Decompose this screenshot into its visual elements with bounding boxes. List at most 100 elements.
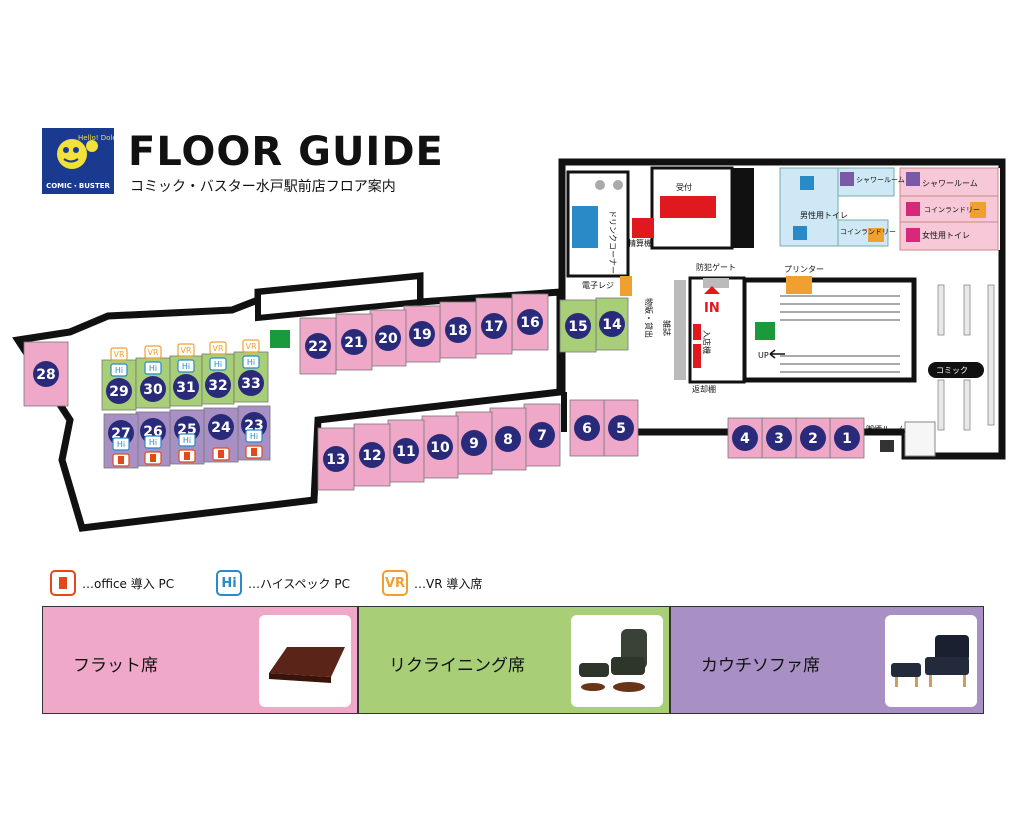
seat-6-marker [574,415,600,441]
seat-type-flat-label: フラット席 [73,656,158,676]
legend-office: …office 導入 PC [50,568,174,598]
seat-29-marker [106,378,132,404]
e-register-label: 電子レジ [582,281,614,290]
seat-22-number: 22 [308,339,327,355]
mens-toilet-icon-2 [793,226,807,240]
comic-area-tag [928,362,984,378]
seat-26-hi-text: Hi [149,438,157,447]
reception-counter [660,196,716,218]
seat-31-vr-text: VR [180,346,191,355]
seat-4-marker [732,425,758,451]
seat-16-marker [517,309,543,335]
seat-3-number: 3 [774,431,784,447]
seat-22-marker [305,333,331,359]
seat-20-marker [375,325,401,351]
seat-29-hi-text: Hi [115,366,123,375]
seat-30-hi-icon [144,361,162,375]
seat-19-number: 19 [412,327,431,343]
womens-toilet-icon-2 [906,228,920,242]
seat-17-number: 17 [484,319,503,335]
seat-18-marker [445,317,471,343]
flat-mat-photo [259,615,351,707]
seat-31-number: 31 [176,380,195,396]
shower-2-label: シャワールーム [922,179,978,188]
seat-10-number: 10 [430,440,450,456]
shower-icon-2 [906,172,920,186]
seat-32-number: 32 [208,378,227,394]
seat-3-marker [766,425,792,451]
seat-16-number: 16 [520,315,539,331]
seat-30-vr-text: VR [147,348,158,357]
smoking-icon [880,440,894,452]
seat-30-vr-icon [144,345,162,359]
seat-29-hi-icon [110,363,128,377]
recliner-chair-photo [571,615,663,707]
comic-buster-logo: Hello! Dole COMIC・BUSTER [42,128,117,194]
seat-32-vr-text: VR [212,344,223,353]
hi-pc-icon: Hi [216,570,242,596]
womens-toilet-label: 女性用トイレ [922,230,970,240]
security-gate [703,278,729,288]
seat-2-marker [800,425,826,451]
seat-31-hi-icon [177,359,195,373]
seat-29-number: 29 [109,384,128,400]
seat-12-marker [359,442,385,468]
seat-5-marker [608,415,634,441]
seat-27-office-glyph [118,456,124,464]
seat-2-number: 2 [808,431,818,447]
logo-text: COMIC・BUSTER [46,182,110,190]
seat-type-couch-label: カウチソファ席 [701,656,820,676]
seat-19-marker [409,321,435,347]
seat-33-hi-text: Hi [247,358,255,367]
entry-machine [693,344,701,368]
seat-32-hi-text: Hi [214,360,222,369]
goods-label: 物販・貸出 [644,298,654,338]
seat-15-number: 15 [568,319,587,335]
seat-18-number: 18 [448,323,467,339]
seat-9-number: 9 [469,436,479,452]
laundry-1-label: コインランドリー [924,206,980,214]
seat-1-number: 1 [842,431,852,447]
mens-toilet-icon [800,176,814,190]
seat-30-marker [140,376,166,402]
seat-26-hi-icon [144,435,162,449]
seat-25-hi-text: Hi [183,436,191,445]
seat-33-vr-icon [242,339,260,353]
mens-toilet-label: 男性用トイレ [800,210,848,220]
seat-29-vr-text: VR [113,350,124,359]
e-register [620,276,632,296]
seat-17-marker [481,313,507,339]
seat-13-number: 13 [326,452,345,468]
seat-29-vr-icon [110,347,128,361]
seat-21-marker [341,329,367,355]
checkout-label: 精算機 [628,238,652,248]
seat-type-flat: フラット席 [42,606,358,714]
seat-14-marker [599,311,625,337]
laundry-icon-2 [868,228,884,242]
seat-28-marker [33,361,59,387]
mascot-icon: Hello! Dole [57,134,117,169]
page-title: FLOOR GUIDE [128,129,444,175]
seat-33-hi-icon [242,355,260,369]
seat-24-office-glyph [218,450,224,458]
seat-1-marker [834,425,860,451]
fixtures [270,180,984,452]
seat-23-hi-text: Hi [250,432,258,441]
seat-33-marker [238,370,264,396]
seat-25-hi-icon [178,433,196,447]
seat-31-marker [173,374,199,400]
seat-31-hi-text: Hi [182,362,190,371]
entrance-label: IN [704,301,720,316]
checkout-machine [632,218,654,238]
seat-24-number: 24 [211,420,231,436]
entrance-arrow-icon [704,286,720,294]
laundry-2-label: コインランドリー [840,228,896,236]
seat-27-hi-icon [112,437,130,451]
logo-tagline: Hello! Dole [78,134,114,142]
service-rooms [779,167,999,251]
seat-30-hi-text: Hi [149,364,157,373]
laundry-icon [970,202,986,218]
seat-11-marker [393,438,419,464]
entry-machine-label: 入店機 [702,330,712,354]
